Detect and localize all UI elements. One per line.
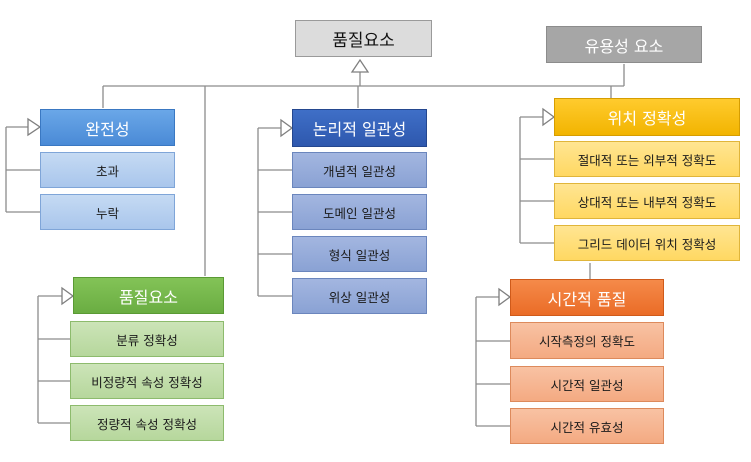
item-completeness-2: 누락 bbox=[40, 194, 175, 230]
usefulness-node: 유용성 요소 bbox=[546, 26, 702, 63]
item-position-3: 그리드 데이터 위치 정확성 bbox=[554, 225, 740, 261]
arrow-right-completeness bbox=[27, 117, 42, 137]
group-header-completeness: 완전성 bbox=[40, 109, 175, 146]
item-temporal-1: 시작측정의 정확도 bbox=[510, 322, 664, 359]
arrow-right-position bbox=[542, 107, 556, 127]
item-temporal-2: 시간적 일관성 bbox=[510, 366, 664, 402]
group-header-logical: 논리적 일관성 bbox=[292, 109, 427, 147]
arrow-right-quality bbox=[61, 286, 75, 306]
item-temporal-3: 시간적 유효성 bbox=[510, 408, 664, 444]
item-logical-4: 위상 일관성 bbox=[292, 278, 427, 314]
group-header-temporal: 시간적 품질 bbox=[510, 279, 664, 316]
arrow-up-root bbox=[350, 58, 370, 73]
item-quality-3: 정량적 속성 정확성 bbox=[70, 405, 224, 441]
root-node: 품질요소 bbox=[295, 20, 432, 57]
item-quality-1: 분류 정확성 bbox=[70, 321, 224, 357]
item-logical-3: 형식 일관성 bbox=[292, 236, 427, 272]
arrow-right-temporal bbox=[498, 287, 512, 307]
item-position-2: 상대적 또는 내부적 정확도 bbox=[554, 183, 740, 219]
item-completeness-1: 초과 bbox=[40, 152, 175, 188]
arrow-right-logical bbox=[280, 118, 294, 138]
group-header-position: 위치 정확성 bbox=[554, 98, 740, 136]
item-position-1: 절대적 또는 외부적 정확도 bbox=[554, 141, 740, 177]
item-quality-2: 비정량적 속성 정확성 bbox=[70, 363, 224, 399]
item-logical-2: 도메인 일관성 bbox=[292, 194, 427, 230]
item-logical-1: 개념적 일관성 bbox=[292, 152, 427, 188]
group-header-quality: 품질요소 bbox=[73, 277, 224, 314]
